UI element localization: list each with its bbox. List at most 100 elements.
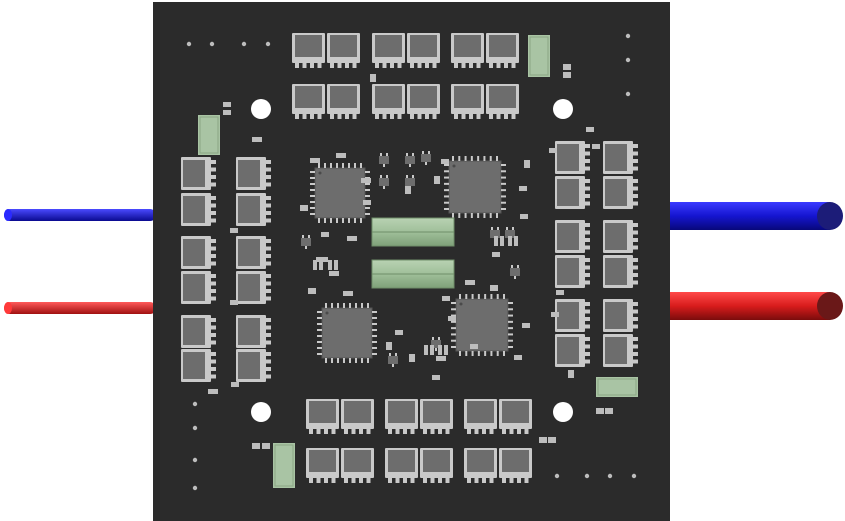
passive-component — [539, 437, 547, 443]
qfp-ic — [310, 163, 370, 223]
passive-component — [223, 110, 231, 115]
via — [186, 41, 192, 47]
via — [192, 457, 198, 463]
mosfet — [327, 33, 360, 68]
passive-component — [208, 389, 218, 394]
qfp-ic — [444, 156, 506, 218]
passive-component — [490, 285, 498, 291]
via — [192, 401, 198, 407]
component-layer — [181, 33, 638, 491]
resistor-pair — [313, 260, 323, 270]
mosfet — [499, 448, 532, 483]
passive-component — [363, 200, 371, 205]
mosfet — [451, 84, 484, 119]
passive-component — [592, 144, 600, 149]
passive-component — [605, 408, 613, 414]
passive-component — [405, 186, 411, 194]
via — [209, 41, 215, 47]
mosfet — [464, 399, 497, 434]
mosfet — [236, 349, 271, 382]
mosfet — [372, 33, 405, 68]
passive-component — [520, 214, 528, 219]
mosfet — [603, 176, 638, 209]
small-transistor — [405, 153, 415, 167]
passive-component — [568, 370, 574, 378]
mosfet — [341, 448, 374, 483]
small-transistor — [431, 337, 441, 351]
mosfet — [181, 271, 216, 304]
mosfet — [603, 299, 638, 332]
small-transistor — [379, 153, 389, 167]
passive-component — [556, 290, 564, 295]
mosfet — [603, 141, 638, 174]
passive-component — [492, 252, 500, 257]
passive-component — [596, 408, 604, 414]
mosfet — [236, 236, 271, 269]
passive-component — [434, 176, 440, 184]
passive-component — [522, 323, 530, 328]
passive-component — [519, 186, 527, 191]
mosfet — [385, 399, 418, 434]
thick-blue-wire-right — [668, 202, 843, 230]
mosfet — [236, 271, 271, 304]
passive-component — [310, 158, 320, 163]
mosfet — [181, 315, 216, 348]
passive-component — [252, 443, 260, 449]
mounting-hole — [553, 99, 573, 119]
small-transistor — [510, 265, 520, 279]
mosfet — [420, 399, 453, 434]
mosfet — [292, 84, 325, 119]
passive-component — [549, 148, 557, 153]
mosfet — [181, 236, 216, 269]
passive-component — [361, 178, 371, 183]
mosfet — [555, 220, 590, 253]
mosfet — [385, 448, 418, 483]
mosfet — [306, 399, 339, 434]
qfp-ic — [451, 294, 513, 356]
mosfet — [292, 33, 325, 68]
passive-component — [230, 300, 238, 305]
via — [192, 485, 198, 491]
resistor-pair — [494, 236, 504, 246]
thin-red-wire-left — [4, 302, 156, 314]
passive-component — [586, 127, 594, 132]
mosfet — [486, 33, 519, 68]
passive-component — [262, 443, 270, 449]
bus-bar — [371, 259, 455, 289]
via — [625, 91, 631, 97]
via — [625, 57, 631, 63]
mosfet — [420, 448, 453, 483]
mosfet — [236, 315, 271, 348]
mosfet — [555, 334, 590, 367]
passive-component — [548, 437, 556, 443]
mosfet — [555, 255, 590, 288]
passive-component — [432, 375, 440, 380]
mosfet — [486, 84, 519, 119]
thick-red-wire-right — [668, 292, 843, 320]
passive-component — [370, 74, 376, 82]
passive-component — [448, 316, 456, 321]
mosfet — [464, 448, 497, 483]
mounting-hole — [251, 402, 271, 422]
mosfet — [236, 193, 271, 226]
passive-component — [316, 257, 328, 262]
mounting-hole — [553, 402, 573, 422]
thin-blue-wire-left — [4, 209, 156, 221]
passive-component — [321, 232, 329, 237]
passive-component — [524, 160, 530, 168]
mosfet — [603, 220, 638, 253]
passive-component — [223, 102, 231, 107]
mosfet — [499, 399, 532, 434]
qfp-ic — [317, 303, 377, 363]
passive-component — [386, 342, 392, 350]
connector — [596, 377, 638, 397]
via — [241, 41, 247, 47]
bus-bar — [371, 217, 455, 247]
mosfet — [327, 84, 360, 119]
mosfet — [603, 334, 638, 367]
passive-component — [465, 280, 475, 285]
passive-component — [347, 236, 357, 241]
via — [265, 41, 271, 47]
passive-component — [343, 291, 353, 296]
